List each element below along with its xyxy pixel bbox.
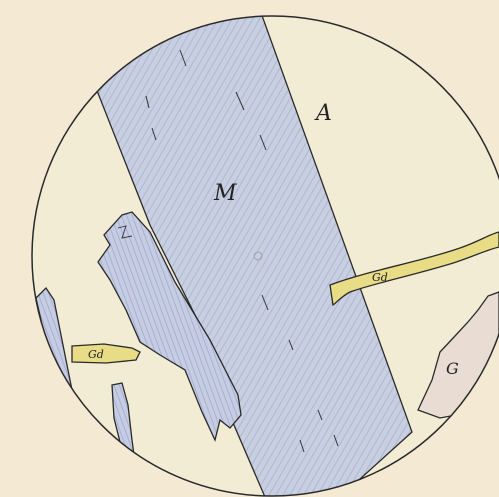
- label-gd-right: Gd: [372, 271, 388, 284]
- label-a: A: [314, 101, 332, 126]
- label-m: M: [213, 181, 237, 206]
- label-g: G: [446, 359, 459, 378]
- label-gd-left: Gd: [88, 348, 104, 361]
